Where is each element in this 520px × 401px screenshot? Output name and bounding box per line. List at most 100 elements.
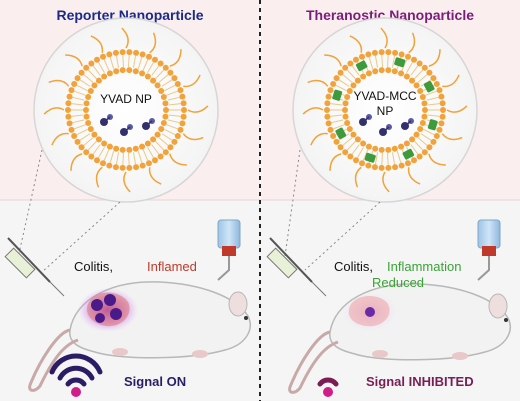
lipid-head <box>409 77 416 84</box>
lipid-head <box>421 113 428 120</box>
lipid-tail <box>417 74 428 83</box>
lipid-head <box>171 138 178 145</box>
lipid-tail <box>425 90 437 96</box>
right-water-bottle <box>477 219 501 281</box>
peg-tail <box>51 132 69 146</box>
lipid-head <box>392 49 399 56</box>
lipid-head <box>157 60 164 67</box>
lipid-head <box>160 94 167 101</box>
lipid-tail <box>151 65 160 76</box>
lipid-head <box>74 75 81 82</box>
lipid-tail <box>74 90 86 96</box>
lipid-tail <box>346 69 356 80</box>
lipid-head <box>94 56 100 63</box>
peg-tail <box>182 133 204 141</box>
lipid-head <box>440 107 446 113</box>
lipid-head <box>177 126 184 133</box>
lipid-head <box>106 70 113 77</box>
left-np-label: YVAD NP <box>100 92 152 106</box>
lipid-tail <box>151 144 160 155</box>
lipid-head <box>150 77 157 84</box>
lipid-head <box>378 67 385 74</box>
lipid-tail <box>166 124 178 130</box>
lipid-head <box>346 126 353 133</box>
lipid-head <box>91 82 98 89</box>
lipid-tail <box>414 140 424 151</box>
lipid-tail <box>87 140 97 151</box>
lipid-head <box>422 107 428 113</box>
peg-tail <box>310 132 328 146</box>
lipid-tail <box>381 55 383 68</box>
left-condition-prefix: Colitis, <box>74 259 113 274</box>
lipid-tail <box>158 74 169 83</box>
lipid-tail <box>147 62 154 74</box>
lipid-head <box>439 113 446 120</box>
lipid-head <box>158 126 165 133</box>
lipid-tail <box>351 65 360 76</box>
lipid-head <box>119 146 126 153</box>
lipid-head <box>413 82 420 89</box>
lipid-tail <box>346 140 356 151</box>
lipid-head <box>100 160 107 167</box>
drug-molecule <box>394 57 406 68</box>
lipid-head <box>391 68 398 75</box>
lipid-tail <box>128 55 130 68</box>
lipid-head <box>94 157 100 164</box>
lipid-tail <box>387 152 389 165</box>
lipid-head <box>327 87 334 94</box>
lipid-head <box>365 51 372 58</box>
lipid-head <box>392 164 399 171</box>
lipid-head <box>163 107 169 113</box>
lipid-head <box>365 143 372 150</box>
lipid-head <box>330 133 337 140</box>
lipid-head <box>360 73 367 80</box>
lipid-tail <box>330 114 343 117</box>
left-syringe <box>4 237 65 297</box>
lipid-head <box>66 93 73 100</box>
right-np-label-line1: YVAD-MCC <box>353 89 416 103</box>
lipid-head <box>365 162 372 169</box>
lipid-tail <box>374 55 379 68</box>
lipid-tail <box>391 152 396 165</box>
right-zoom-lines <box>284 149 381 271</box>
lipid-tail <box>72 96 85 101</box>
lipid-head <box>330 80 337 87</box>
lipid-head <box>162 100 169 107</box>
left-nanoparticle <box>43 27 209 193</box>
lipid-head <box>101 140 108 147</box>
lipid-head <box>421 100 428 107</box>
lipid-head <box>126 146 133 153</box>
lipid-head <box>360 140 367 147</box>
lipid-head <box>68 126 75 133</box>
lipid-head <box>71 133 78 140</box>
lipid-tail <box>147 146 154 158</box>
lipid-head <box>74 138 81 145</box>
lipid-head <box>65 107 71 113</box>
lipid-head <box>174 133 181 140</box>
peg-tail <box>382 171 390 193</box>
lipid-head <box>342 149 349 156</box>
lipid-tail <box>72 119 85 124</box>
lipid-head <box>436 87 443 94</box>
lipid-head <box>126 49 133 56</box>
lipid-head <box>174 80 181 87</box>
lipid-tail <box>338 79 350 87</box>
lipid-head <box>344 119 351 126</box>
lipid-head <box>378 146 385 153</box>
lipid-head <box>327 126 334 133</box>
lipid-head <box>144 73 151 80</box>
lipid-tail <box>137 151 143 163</box>
lipid-head <box>438 93 445 100</box>
lipid-head <box>83 149 90 156</box>
lipid-head <box>417 126 424 133</box>
lipid-head <box>342 64 349 71</box>
lipid-head <box>359 53 366 60</box>
lipid-head <box>167 144 174 151</box>
lipid-head <box>337 69 344 76</box>
lipid-tail <box>410 144 419 155</box>
lipid-tail <box>423 128 435 136</box>
lipid-tail <box>132 55 137 68</box>
lipid-head <box>119 67 126 74</box>
lipid-tail <box>335 84 347 92</box>
right-zoom-circle <box>292 17 478 203</box>
